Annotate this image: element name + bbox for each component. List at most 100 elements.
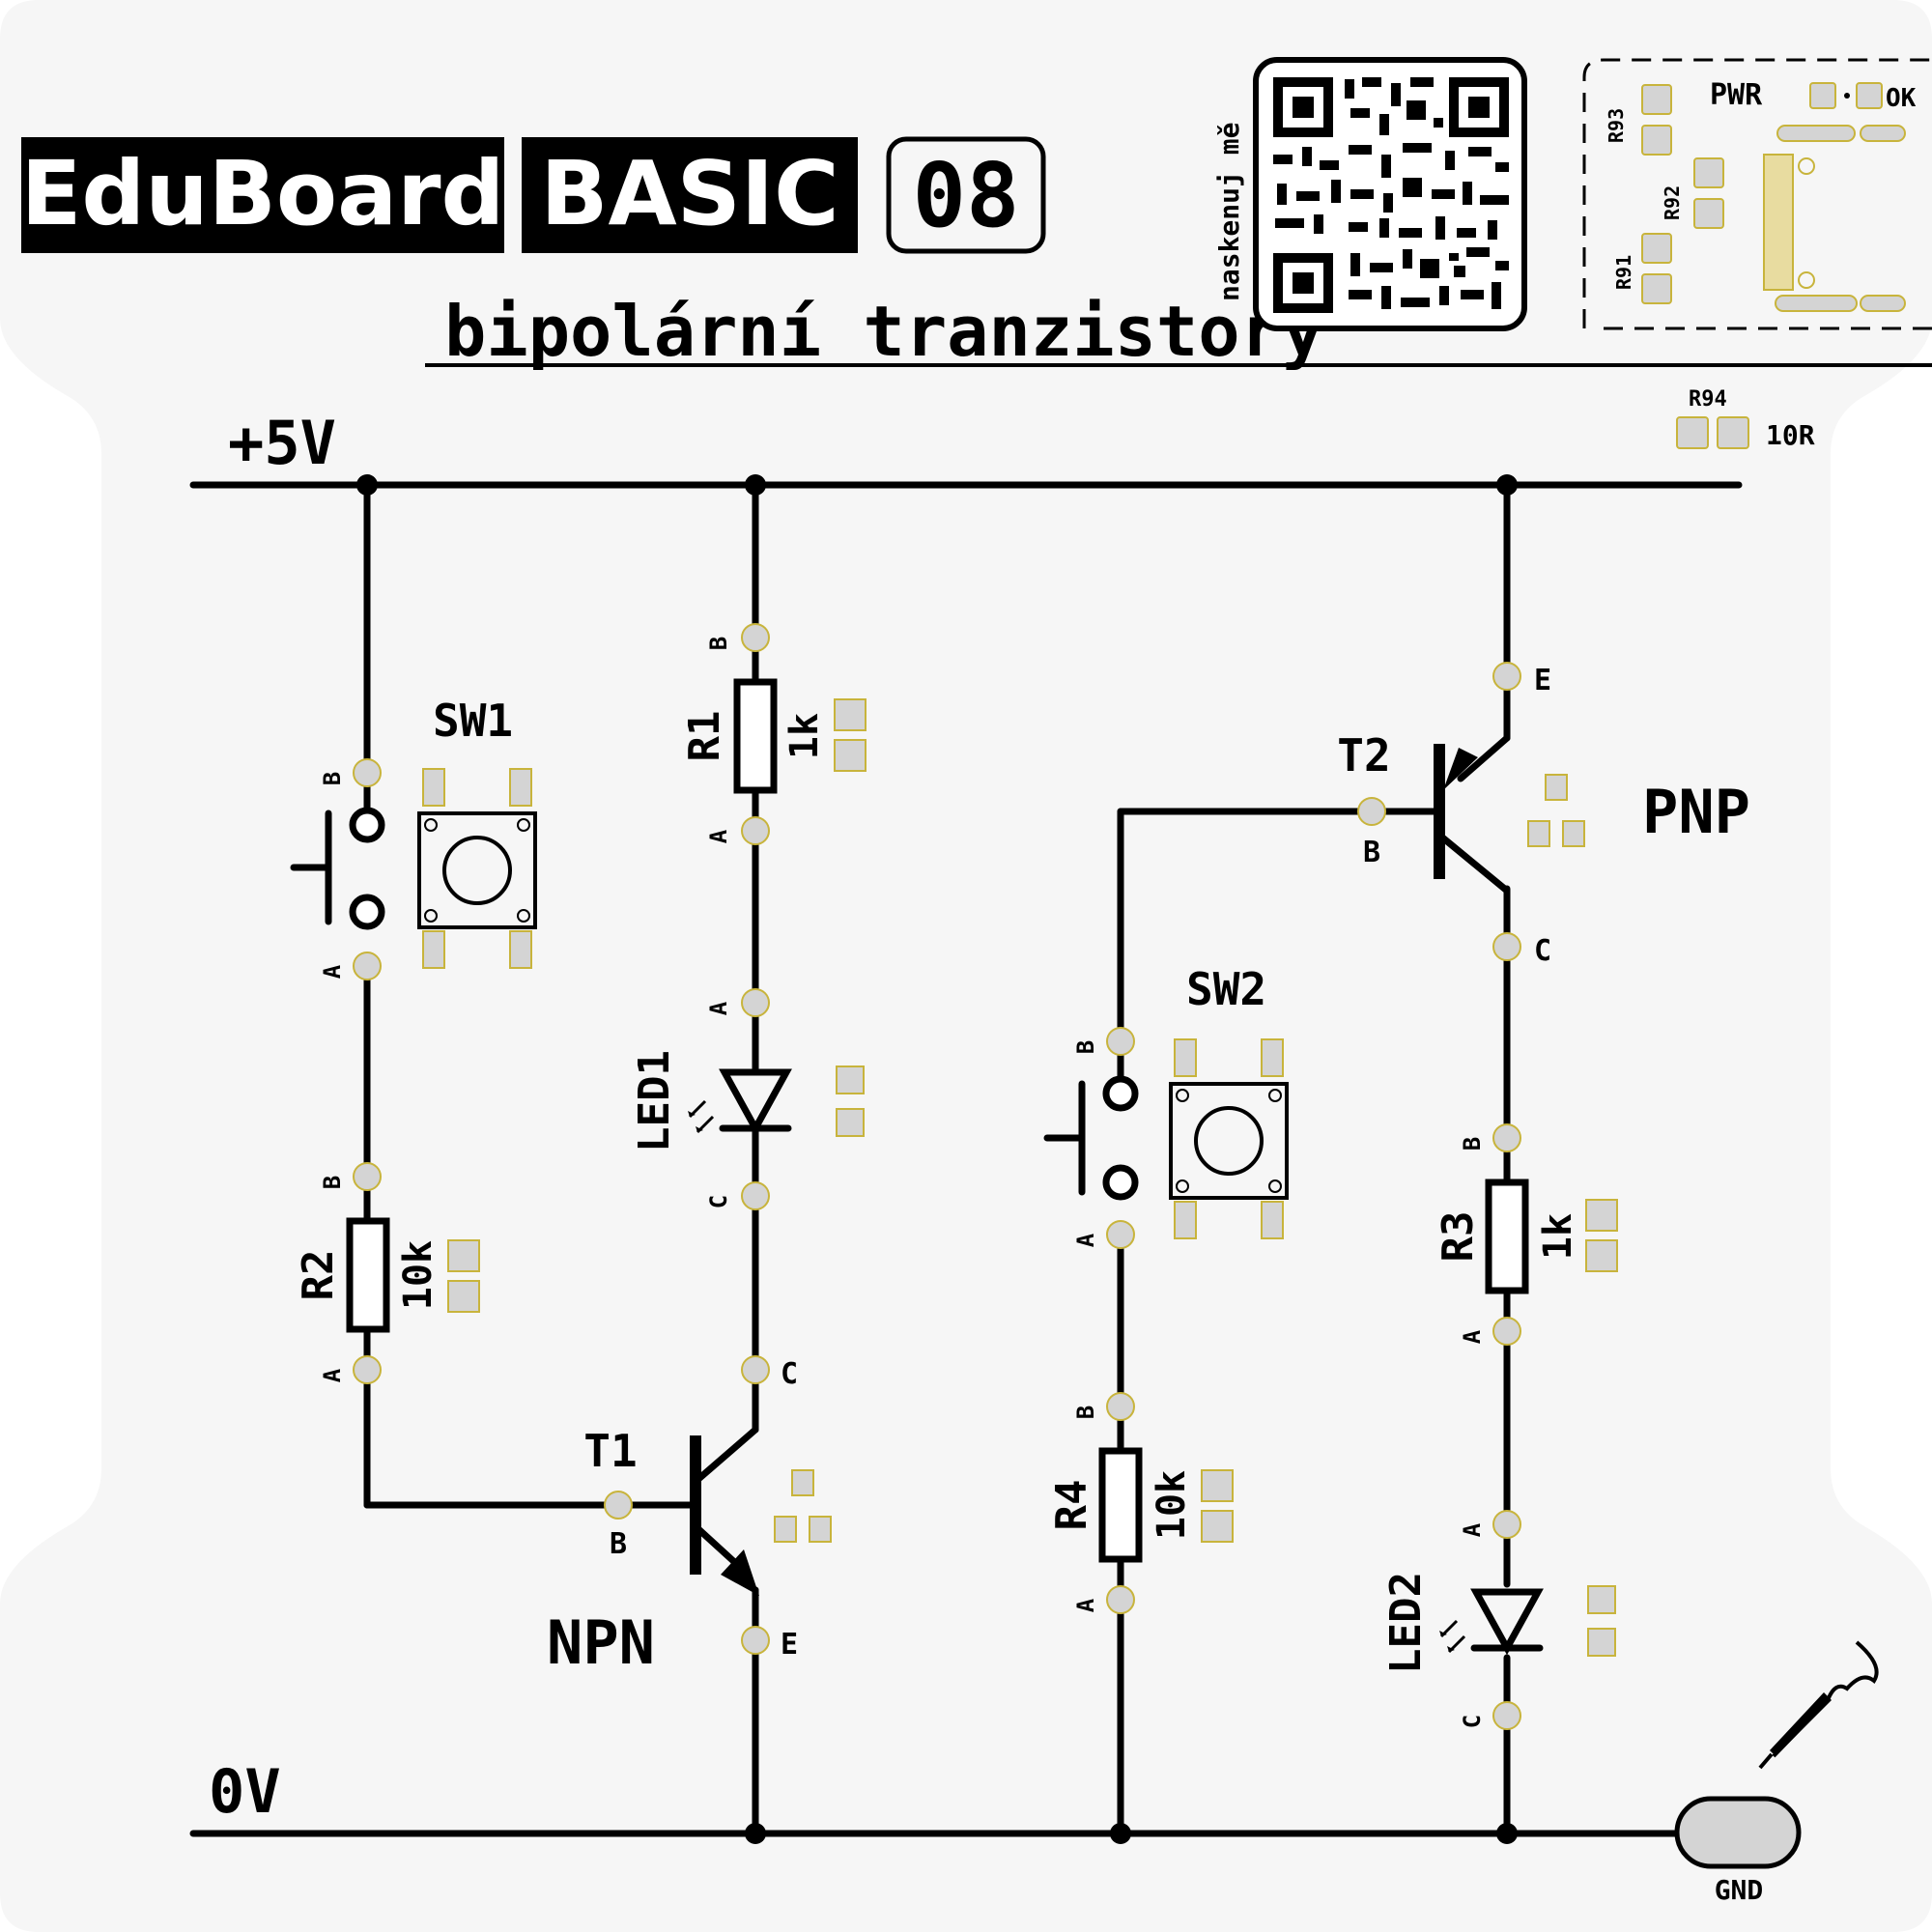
sw2-footprint [1169,1082,1289,1200]
t1-pin-b [604,1491,633,1520]
svg-text:C: C [781,1357,798,1391]
svg-text:B: B [319,772,346,785]
t1-label: T1 [583,1425,637,1477]
svg-text:A: A [319,1368,346,1382]
t2-pin-c [1492,932,1521,961]
t2-label: T2 [1337,729,1390,781]
svg-text:E: E [781,1628,798,1662]
resistor-r4: B A R4 10k [1047,1392,1234,1614]
svg-text:B: B [610,1527,627,1561]
r3-pin-b [1492,1123,1521,1152]
qr-block: naskenuj mě [1213,57,1527,331]
number-box [886,136,1046,254]
svg-text:B: B [1072,1406,1099,1419]
series-title: BASIC [540,142,838,245]
t2-pin-e [1492,662,1521,691]
led1-label: LED1 [630,1050,679,1152]
svg-text:A: A [1459,1329,1486,1344]
svg-text:A: A [1072,1598,1099,1612]
svg-text:E: E [1534,664,1551,697]
usb-c-connector-icon [1763,125,1906,312]
svg-text:B: B [1459,1137,1486,1151]
supply-label: +5V [228,408,336,478]
svg-text:B: B [1072,1040,1099,1054]
r4-pin-a [1106,1585,1135,1614]
r3-pin-a [1492,1317,1521,1346]
resistor-r3: B A R3 1k [1434,1123,1618,1346]
probe-icon [1758,1640,1879,1770]
svg-text:B: B [705,637,732,650]
pwr-label: PWR [1710,78,1763,112]
qr-label: naskenuj mě [1213,123,1245,301]
r3-label: R3 [1434,1211,1483,1263]
svg-text:A: A [1072,1233,1099,1247]
qr-code-icon [1273,77,1509,313]
series-box [522,137,858,253]
svg-text:B: B [1363,836,1380,869]
r1-value: 1k [782,713,827,759]
r94-value: 10R [1766,419,1815,451]
r93-label: R93 [1605,108,1628,143]
svg-text:A: A [1459,1522,1486,1537]
ok-label: OK [1886,84,1917,113]
subtitle: bipolární tranzistory [444,291,1323,372]
svg-text:C: C [1534,934,1551,968]
svg-text:C: C [1459,1715,1486,1728]
r2-label: R2 [294,1250,343,1301]
led2-pin-c [1492,1701,1521,1730]
t2-type: PNP [1642,777,1750,847]
transistor-t1: C B E T1 NPN [547,1355,832,1678]
svg-text:A: A [705,1001,732,1015]
r2-pin-b [353,1162,382,1191]
r3-value: 1k [1536,1213,1580,1260]
svg-text:C: C [705,1195,732,1208]
r94-label: R94 [1689,387,1727,412]
t1-type: NPN [547,1607,655,1678]
r1-pin-b [741,623,770,652]
led1-pin-a [741,988,770,1017]
svg-text:A: A [319,964,346,979]
lesson-number: 08 [913,144,1020,247]
r1-pin-a [741,816,770,845]
gnd-test-pad[interactable] [1674,1796,1802,1869]
led2-label: LED2 [1381,1572,1431,1674]
r91-label: R91 [1612,255,1635,290]
svg-text:B: B [319,1176,346,1189]
r4-pin-b [1106,1392,1135,1421]
sw1-label: SW1 [433,695,513,747]
sw2-pin-b [1106,1027,1135,1056]
sw2-pin-a [1106,1220,1135,1249]
switch-sw2[interactable]: SW2 B A [1043,963,1289,1249]
resistor-r1: B A R1 1k [680,623,867,845]
power-block: R93 PWR OK R92 R91 R94 10R [1582,58,1932,451]
sw1-footprint [417,811,537,929]
r1-label: R1 [680,711,729,762]
ground-label: 0V [209,1756,281,1827]
led1-pin-c [741,1181,770,1210]
t1-pin-c [741,1355,770,1384]
gnd-label: GND [1715,1874,1764,1906]
title-block: EduBoard BASIC 08 bipolární tranzistory [21,136,1932,372]
switch-sw1[interactable]: SW1 B A [290,695,537,980]
brand-title: EduBoard [21,142,505,245]
branch-sw1-r2 [363,481,603,1509]
brand-box [21,137,504,253]
svg-text:A: A [705,829,732,843]
t2-pin-b [1357,797,1386,826]
led2-pin-a [1492,1510,1521,1539]
led-led1: A C LED1 [630,988,865,1210]
sw1-pin-b [353,758,382,787]
led-led2: A C LED2 [1381,1510,1616,1730]
r2-value: 10k [396,1240,440,1310]
r2-pin-a [353,1355,382,1384]
t1-pin-e [741,1626,770,1655]
ground-rail: 0V GND [189,1640,1879,1906]
r4-value: 10k [1150,1470,1194,1540]
sw2-label: SW2 [1186,963,1266,1015]
sw1-pin-a [353,952,382,980]
r92-label: R92 [1661,185,1684,220]
transistor-t2: E B C T2 PNP [1337,662,1750,968]
r4-label: R4 [1047,1480,1096,1531]
resistor-r2: B A R2 10k [294,1162,480,1384]
